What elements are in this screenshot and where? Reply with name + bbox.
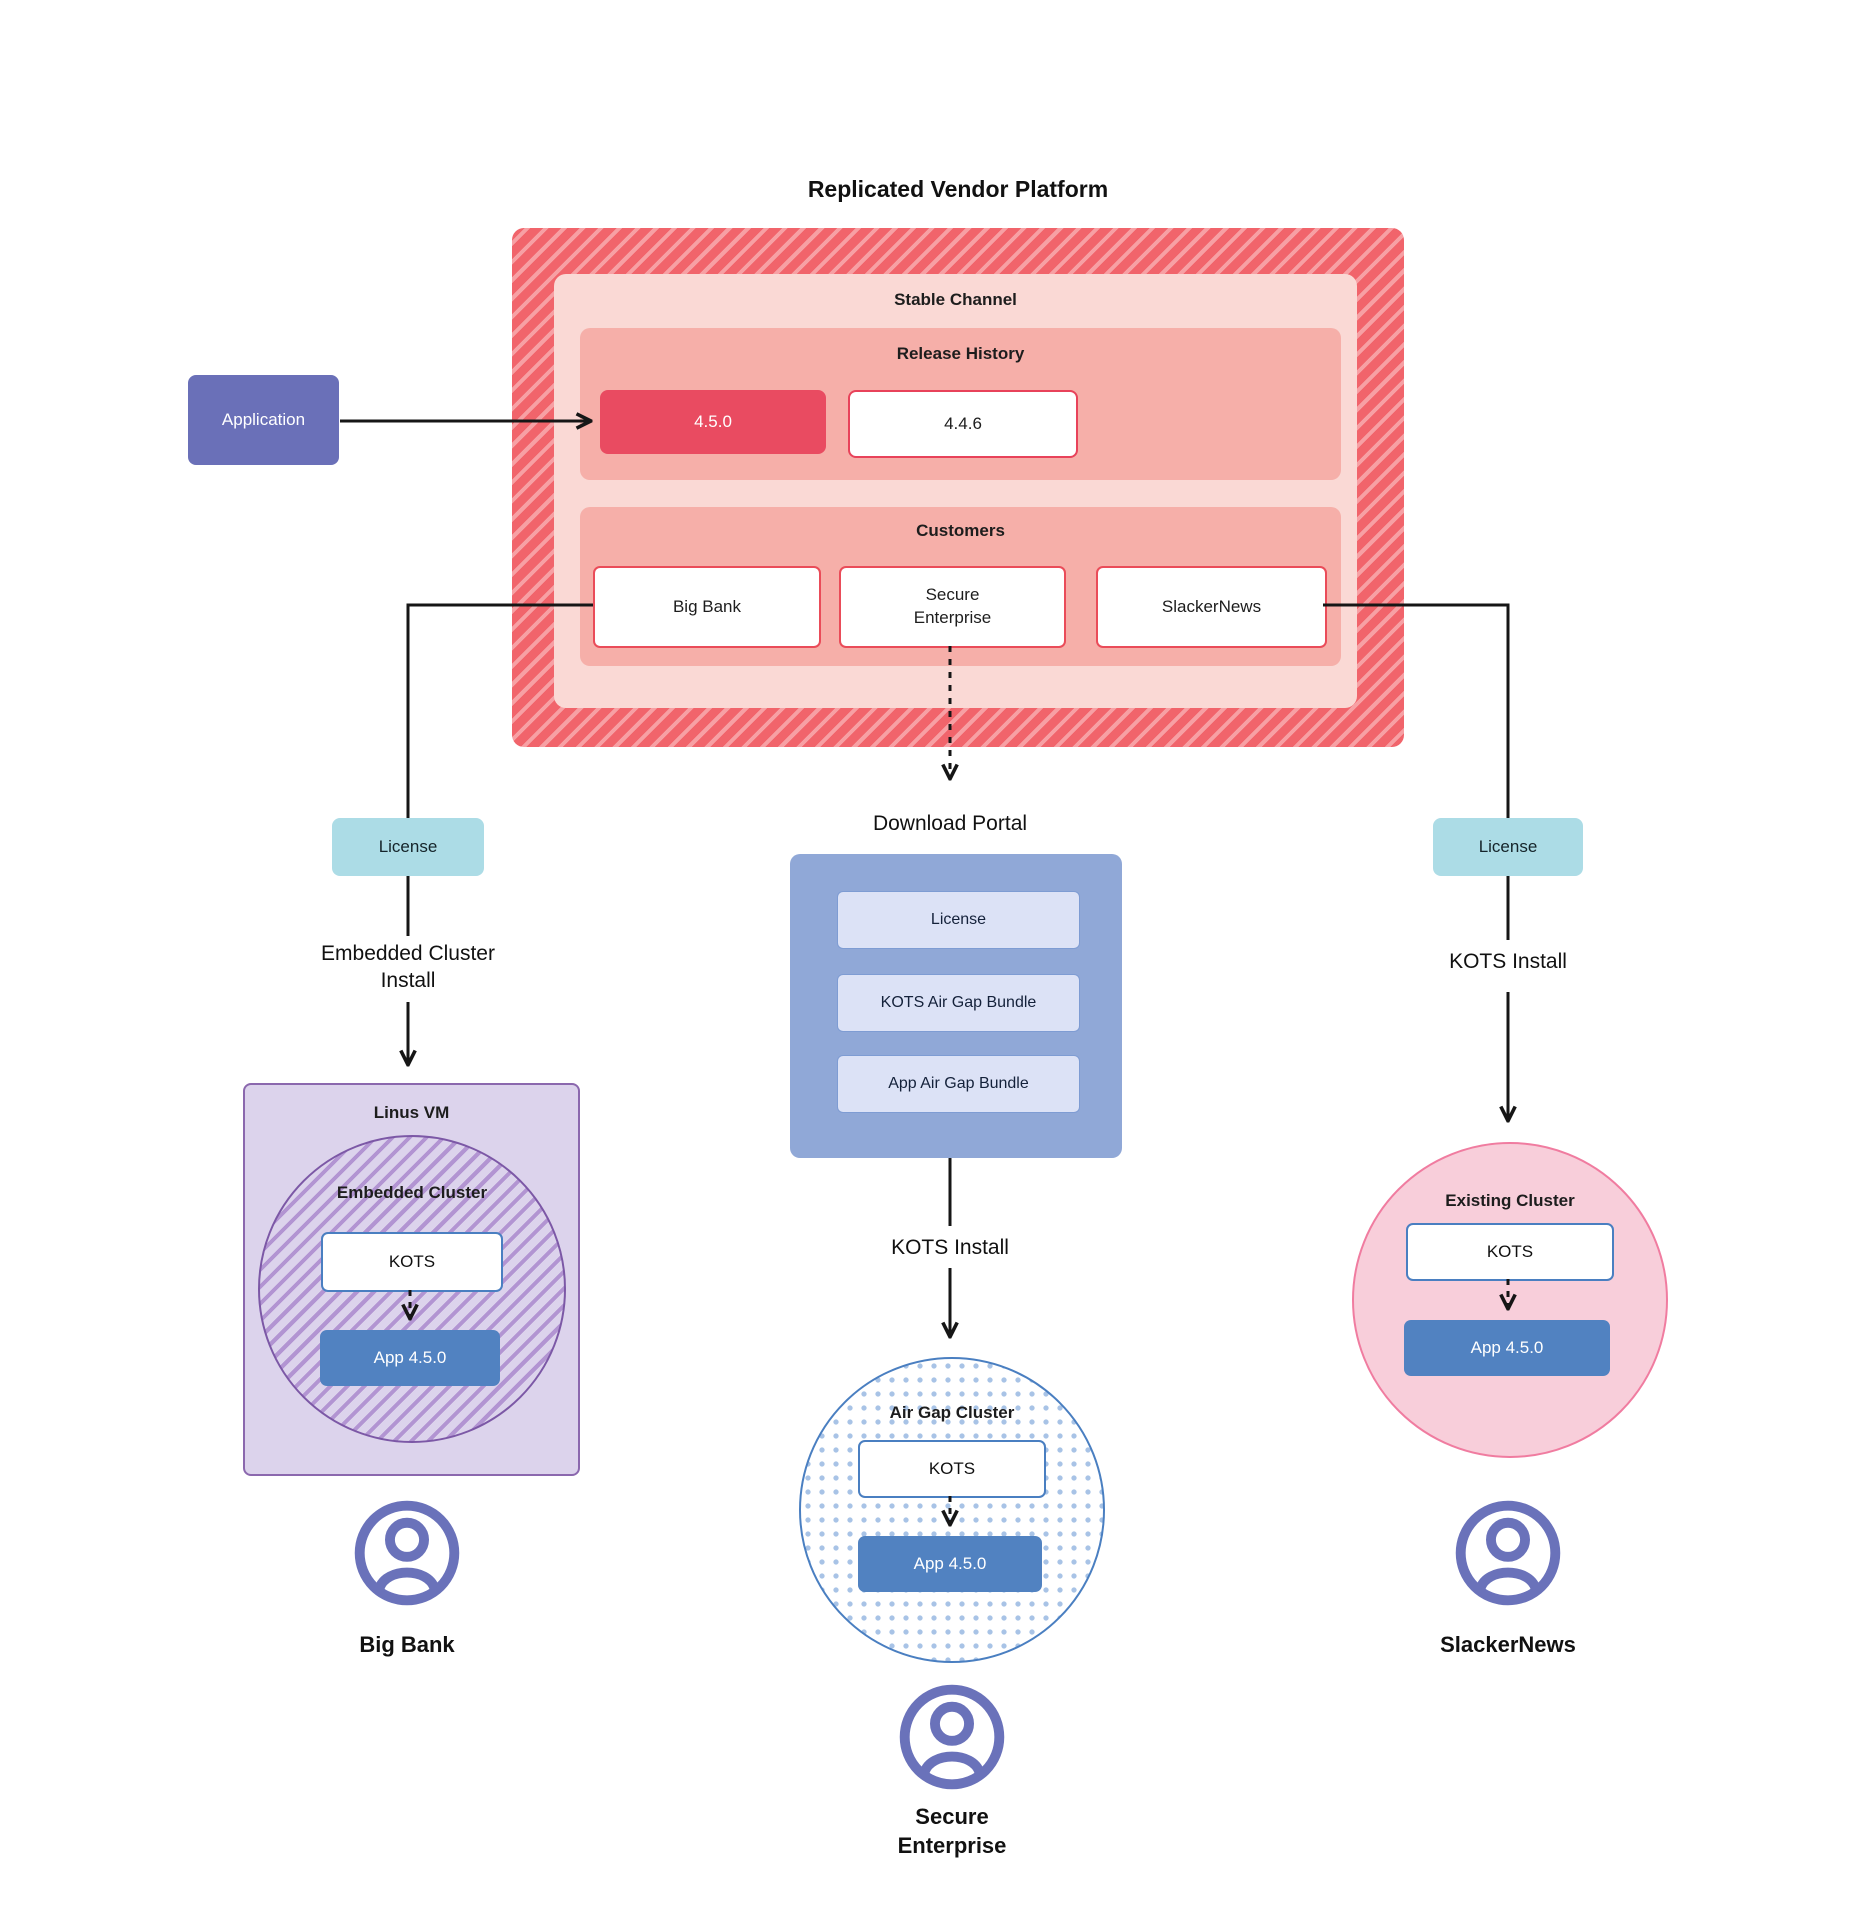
- embedded-cluster-circle: Embedded Cluster: [258, 1135, 566, 1443]
- person-circle-icon: [1455, 1500, 1561, 1606]
- kots-node-middle: KOTS: [858, 1440, 1046, 1498]
- air-gap-cluster-circle: Air Gap Cluster: [799, 1357, 1105, 1663]
- stable-channel-label: Stable Channel: [894, 290, 1017, 309]
- customers-label: Customers: [916, 521, 1005, 540]
- actor-secure-enterprise-label: Secure Enterprise: [897, 1804, 1007, 1858]
- customer-secure-enterprise-label: Secure Enterprise: [913, 585, 992, 627]
- download-portal-label: Download Portal: [872, 812, 1028, 835]
- customer-slackernews: SlackerNews: [1096, 566, 1327, 648]
- stable-channel-box: Stable Channel Release History 4.5.0 4.4…: [554, 274, 1357, 708]
- customer-slackernews-label: SlackerNews: [1161, 596, 1262, 616]
- actor-slackernews-label: SlackerNews: [1440, 1632, 1576, 1657]
- embedded-cluster-label: Embedded Cluster: [336, 1183, 488, 1202]
- person-circle-icon: [354, 1500, 460, 1606]
- app-node-right: App 4.5.0: [1404, 1320, 1610, 1376]
- portal-item-app-airgap: App Air Gap Bundle: [837, 1055, 1080, 1113]
- air-gap-cluster-label: Air Gap Cluster: [889, 1403, 1015, 1422]
- app-node-left: App 4.5.0: [320, 1330, 500, 1386]
- kots-node-right: KOTS: [1406, 1223, 1614, 1281]
- linus-vm-label: Linus VM: [373, 1103, 450, 1122]
- app-node-middle: App 4.5.0: [858, 1536, 1042, 1592]
- actor-big-bank-label: Big Bank: [359, 1632, 455, 1657]
- portal-item-license: License: [837, 891, 1080, 949]
- customer-secure-enterprise: Secure Enterprise: [839, 566, 1066, 648]
- embedded-cluster-install-label: Embedded Cluster Install: [321, 942, 495, 992]
- customer-big-bank-label: Big Bank: [672, 596, 742, 616]
- existing-cluster-circle: Existing Cluster: [1352, 1142, 1668, 1458]
- application-node: Application: [188, 375, 339, 465]
- license-node-left: License: [332, 818, 484, 876]
- kots-install-label-middle: KOTS Install: [891, 1236, 1009, 1259]
- portal-item-kots-airgap: KOTS Air Gap Bundle: [837, 974, 1080, 1032]
- download-portal-box: License KOTS Air Gap Bundle App Air Gap …: [790, 854, 1122, 1158]
- license-node-right: License: [1433, 818, 1583, 876]
- kots-install-label-right: KOTS Install: [1449, 950, 1567, 973]
- kots-node-left: KOTS: [321, 1232, 503, 1292]
- release-4-4-6: 4.4.6: [848, 390, 1078, 458]
- release-4-5-0: 4.5.0: [600, 390, 826, 454]
- release-history-label: Release History: [896, 344, 1025, 363]
- page-title: Replicated Vendor Platform: [807, 176, 1109, 202]
- customers-box: Customers Big Bank Secure Enterprise Sla…: [580, 507, 1341, 666]
- customer-big-bank: Big Bank: [593, 566, 821, 648]
- release-history-box: Release History 4.5.0 4.4.6: [580, 328, 1341, 480]
- existing-cluster-label: Existing Cluster: [1445, 1191, 1575, 1210]
- vendor-platform-box: Stable Channel Release History 4.5.0 4.4…: [512, 228, 1404, 747]
- linus-vm-box: Linus VM Embedded Cluster: [243, 1083, 580, 1476]
- person-circle-icon: [899, 1684, 1005, 1790]
